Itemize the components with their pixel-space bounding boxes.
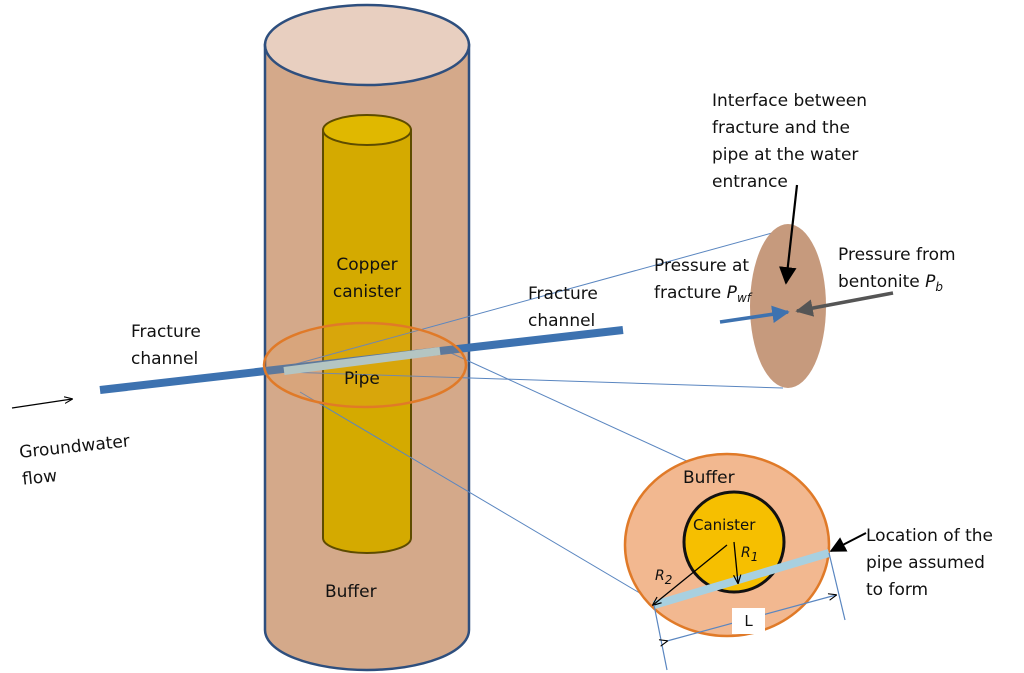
projection-lines [284,229,784,606]
pressure-bentonite-arrow [795,291,894,317]
groundwater-flow-arrow [11,399,72,409]
length-label: L [732,608,765,634]
r1-label: R1 [741,545,759,564]
buffer-section-label: Buffer [683,468,735,488]
interface-pointer-arrow [779,184,799,285]
pipe-location-arrow [829,532,867,552]
copper-canister-label: Copper canister [332,255,402,302]
fracture-channel-left-label: Fracture channel [131,322,201,369]
buffer-label: Buffer [325,582,377,602]
pipe-label: Pipe [344,369,380,389]
fracture-channel-right-label: Fracture channel [528,284,598,331]
pressure-bentonite-label: Pressure from bentonite Pb [838,245,956,294]
r2-label: R2 [655,568,673,587]
pressure-fracture-label: Pressure at fracture Pwf [654,256,751,305]
r1-arrow [734,541,738,583]
copper-canister [322,114,412,554]
interface-label: Interface between fracture and the pipe … [712,91,868,192]
canister-section-label: Canister [693,516,756,534]
cross-section-ring [262,321,468,409]
pipe-location-label: Location of the pipe assumed to form [866,526,993,600]
pipe [283,347,441,375]
groundwater-flow-label: Groundwater flow [18,431,131,490]
pressure-fracture-arrow [719,305,790,324]
